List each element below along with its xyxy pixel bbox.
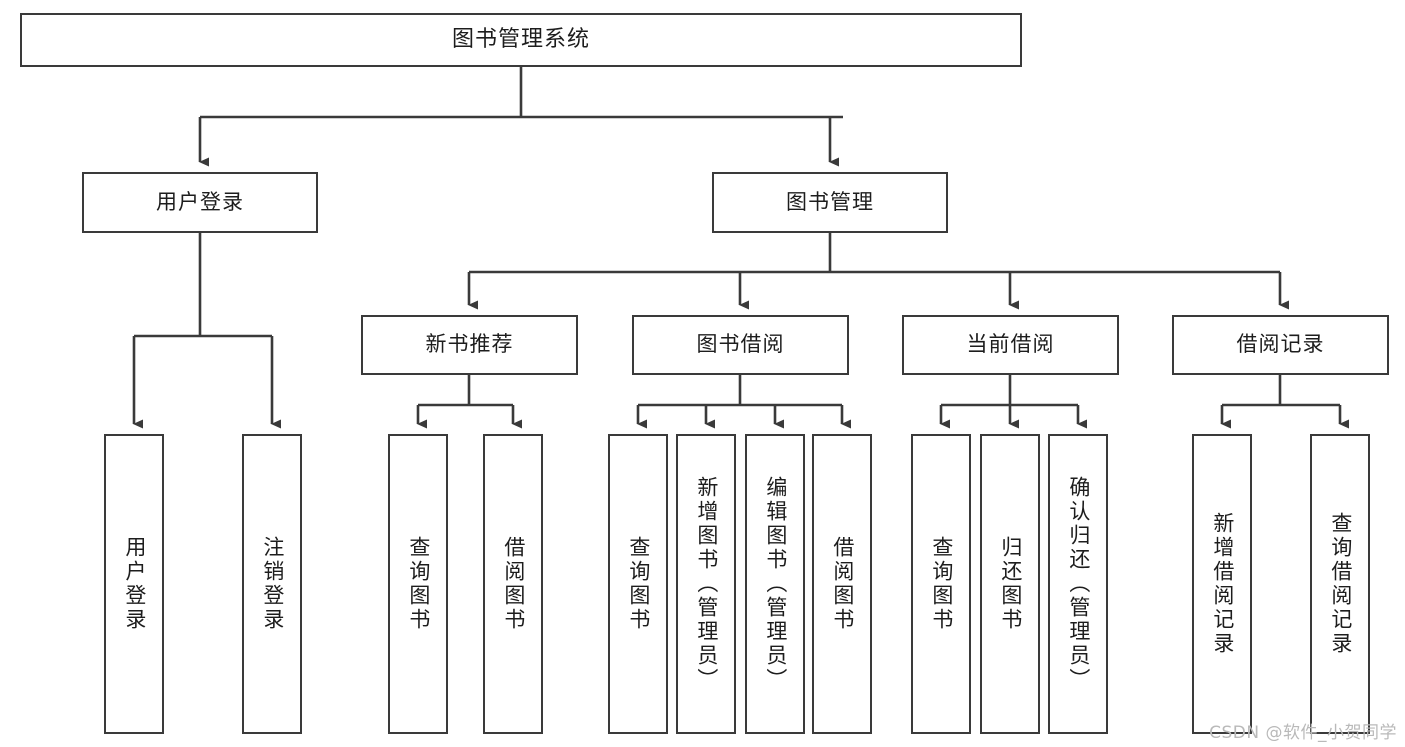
node-label: 借阅图书	[501, 536, 526, 632]
node-label: 用户登录	[122, 536, 147, 632]
node-label: 新增借阅记录	[1210, 512, 1235, 656]
node-user-login[interactable]: 用户登录	[82, 172, 318, 233]
leaf-edit-book-admin[interactable]: 编辑图书（管理员）	[745, 434, 805, 734]
node-label: 查询借阅记录	[1328, 512, 1353, 656]
node-label: 归还图书	[998, 536, 1023, 632]
node-label: 图书管理系统	[451, 26, 590, 52]
leaf-current-query-book[interactable]: 查询图书	[911, 434, 971, 734]
leaf-add-borrow-record[interactable]: 新增借阅记录	[1192, 434, 1252, 734]
leaf-user-login[interactable]: 用户登录	[104, 434, 164, 734]
leaf-new-book-borrow[interactable]: 借阅图书	[483, 434, 543, 734]
node-book-borrow[interactable]: 图书借阅	[632, 315, 849, 375]
node-label: 查询图书	[626, 536, 651, 632]
node-label: 新书推荐	[425, 332, 514, 357]
leaf-borrow-query-book[interactable]: 查询图书	[608, 434, 668, 734]
node-label: 图书借阅	[696, 332, 785, 357]
node-label: 新增图书（管理员）	[694, 476, 719, 692]
node-label: 查询图书	[406, 536, 431, 632]
node-label: 编辑图书（管理员）	[763, 476, 788, 692]
leaf-return-book[interactable]: 归还图书	[980, 434, 1040, 734]
leaf-query-borrow-record[interactable]: 查询借阅记录	[1310, 434, 1370, 734]
node-label: 确认归还（管理员）	[1066, 476, 1091, 692]
leaf-borrow-book[interactable]: 借阅图书	[812, 434, 872, 734]
leaf-new-book-query[interactable]: 查询图书	[388, 434, 448, 734]
node-label: 借阅记录	[1236, 332, 1325, 357]
node-label: 图书管理	[786, 189, 874, 214]
node-label: 借阅图书	[830, 536, 855, 632]
node-label: 注销登录	[260, 536, 285, 632]
leaf-add-book-admin[interactable]: 新增图书（管理员）	[676, 434, 736, 734]
node-root-system[interactable]: 图书管理系统	[20, 13, 1022, 67]
node-label: 用户登录	[156, 189, 244, 214]
node-label: 查询图书	[929, 536, 954, 632]
watermark-text: CSDN @软件_小贺同学	[1209, 723, 1397, 743]
leaf-logout-login[interactable]: 注销登录	[242, 434, 302, 734]
node-current-borrow[interactable]: 当前借阅	[902, 315, 1119, 375]
node-label: 当前借阅	[966, 332, 1055, 357]
node-borrow-record[interactable]: 借阅记录	[1172, 315, 1389, 375]
node-book-manage[interactable]: 图书管理	[712, 172, 948, 233]
leaf-confirm-return-admin[interactable]: 确认归还（管理员）	[1048, 434, 1108, 734]
node-new-book-recommend[interactable]: 新书推荐	[361, 315, 578, 375]
